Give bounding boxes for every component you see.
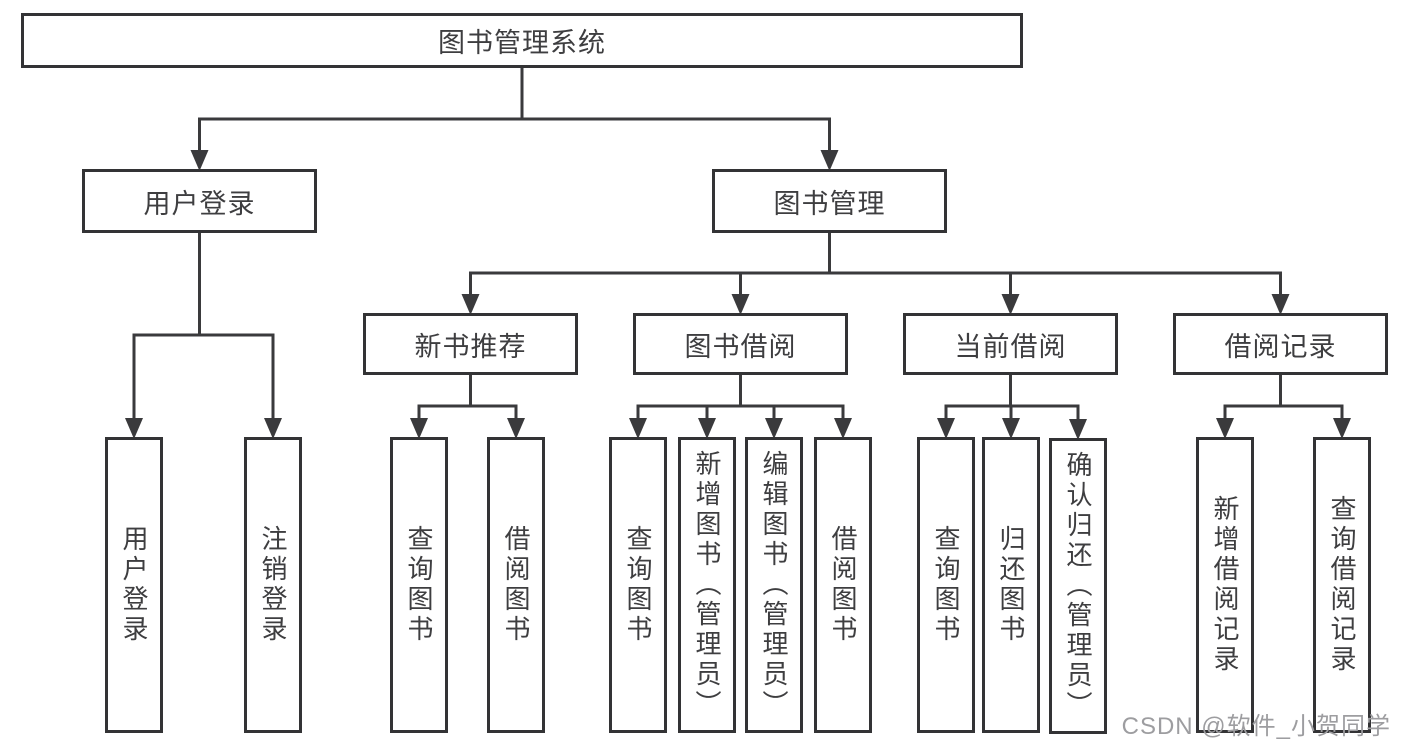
node-label-leaf-logout: 注销登录 xyxy=(258,525,288,645)
diagram-node-leaf-query-book-2: 查询图书 xyxy=(609,437,667,733)
diagram-node-book-mgmt: 图书管理 xyxy=(712,169,947,233)
node-label-leaf-borrow-book-2: 借阅图书 xyxy=(828,525,858,645)
node-label-leaf-borrow-book-1: 借阅图书 xyxy=(501,525,531,645)
node-label-leaf-edit-book: 编辑图书（管理员） xyxy=(759,450,789,720)
node-label-leaf-query-record: 查询借阅记录 xyxy=(1327,495,1357,675)
node-label-new-book-rec: 新书推荐 xyxy=(414,331,527,362)
diagram-node-leaf-logout: 注销登录 xyxy=(244,437,302,733)
diagram-node-leaf-confirm-return: 确认归还（管理员） xyxy=(1049,438,1107,734)
node-label-user-login: 用户登录 xyxy=(143,188,256,219)
node-label-root: 图书管理系统 xyxy=(438,28,606,58)
diagram-node-user-login: 用户登录 xyxy=(82,169,317,233)
diagram-node-leaf-borrow-book-1: 借阅图书 xyxy=(487,437,545,733)
diagram-node-root: 图书管理系统 xyxy=(21,13,1023,68)
node-label-leaf-confirm-return: 确认归还（管理员） xyxy=(1063,451,1093,721)
diagram-node-new-book-rec: 新书推荐 xyxy=(363,313,578,375)
node-label-current-borrow: 当前借阅 xyxy=(954,331,1067,362)
diagram-node-borrow-records: 借阅记录 xyxy=(1173,313,1388,375)
node-label-leaf-query-book-1: 查询图书 xyxy=(404,525,434,645)
watermark-text: CSDN @软件_小贺同学 xyxy=(1121,713,1391,740)
diagram-node-current-borrow: 当前借阅 xyxy=(903,313,1118,375)
diagram-node-book-borrow: 图书借阅 xyxy=(633,313,848,375)
node-label-leaf-add-record: 新增借阅记录 xyxy=(1210,495,1240,675)
node-label-book-borrow: 图书借阅 xyxy=(684,331,797,362)
node-label-book-mgmt: 图书管理 xyxy=(773,188,886,219)
diagram-node-leaf-user-login: 用户登录 xyxy=(105,437,163,733)
node-label-leaf-add-book: 新增图书（管理员） xyxy=(692,450,722,720)
diagram-node-leaf-add-book: 新增图书（管理员） xyxy=(678,437,736,733)
diagram-node-leaf-edit-book: 编辑图书（管理员） xyxy=(745,437,803,733)
node-label-borrow-records: 借阅记录 xyxy=(1224,331,1337,362)
diagram-node-leaf-query-book-1: 查询图书 xyxy=(390,437,448,733)
diagram-node-leaf-query-book-3: 查询图书 xyxy=(917,437,975,733)
diagram-node-leaf-add-record: 新增借阅记录 xyxy=(1196,437,1254,733)
node-label-leaf-user-login: 用户登录 xyxy=(119,525,149,645)
node-label-leaf-query-book-3: 查询图书 xyxy=(931,525,961,645)
diagram-node-leaf-return-book: 归还图书 xyxy=(982,437,1040,733)
node-label-leaf-query-book-2: 查询图书 xyxy=(623,525,653,645)
node-label-leaf-return-book: 归还图书 xyxy=(996,525,1026,645)
diagram-node-leaf-borrow-book-2: 借阅图书 xyxy=(814,437,872,733)
diagram-node-leaf-query-record: 查询借阅记录 xyxy=(1313,437,1371,733)
